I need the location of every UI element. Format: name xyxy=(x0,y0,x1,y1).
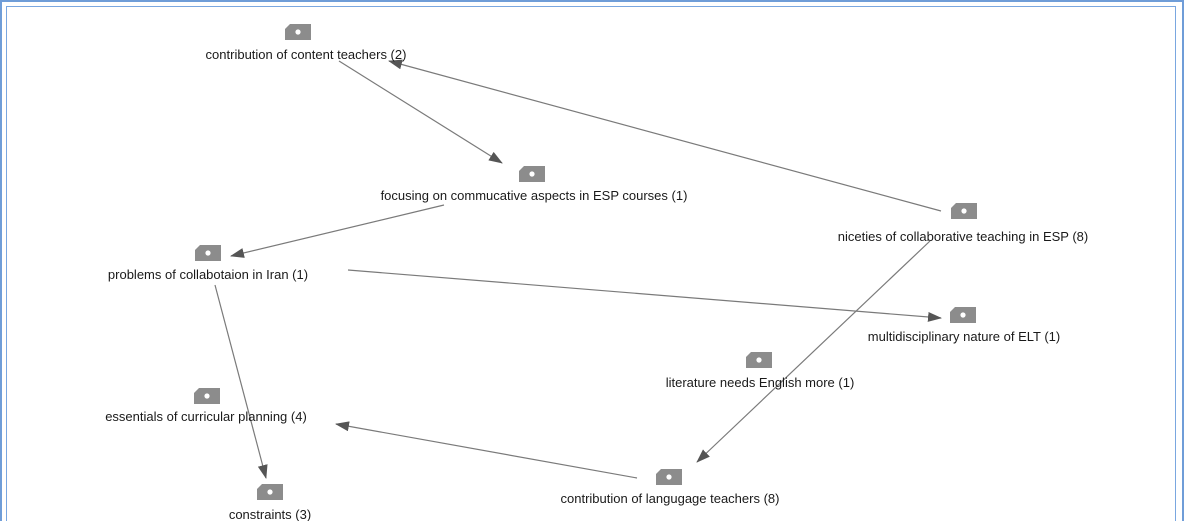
node-label: contribution of langugage teachers (8) xyxy=(561,491,780,506)
node-content_teachers[interactable]: contribution of content teachers (2) xyxy=(206,24,407,62)
edges-layer xyxy=(214,59,942,479)
node-language_teachers[interactable]: contribution of langugage teachers (8) xyxy=(561,469,780,506)
node-constraints[interactable]: constraints (3) xyxy=(229,484,311,521)
node-label: contribution of content teachers (2) xyxy=(206,47,407,62)
node-problems[interactable]: problems of collabotaion in Iran (1) xyxy=(108,245,308,282)
edge-language_teachers-to-essentials xyxy=(335,421,638,479)
tag-icon xyxy=(951,203,977,219)
diagram-panel xyxy=(6,6,1176,521)
node-niceties[interactable]: niceties of collaborative teaching in ES… xyxy=(838,203,1089,244)
node-essentials[interactable]: essentials of curricular planning (4) xyxy=(105,388,307,424)
node-label: literature needs English more (1) xyxy=(666,375,855,390)
edge-content_teachers-to-communicative xyxy=(338,60,503,164)
edge-communicative-to-problems xyxy=(230,204,445,258)
edge-problems-to-multidisciplinary xyxy=(347,269,942,322)
tag-icon xyxy=(519,166,545,182)
nodes-layer: contribution of content teachers (2) focu… xyxy=(105,24,1088,521)
node-label: multidisciplinary nature of ELT (1) xyxy=(868,329,1060,344)
tag-icon xyxy=(950,307,976,323)
edge-problems-to-constraints xyxy=(214,284,268,479)
tag-icon xyxy=(746,352,772,368)
tag-icon xyxy=(195,245,221,261)
tag-icon xyxy=(194,388,220,404)
node-communicative[interactable]: focusing on commucative aspects in ESP c… xyxy=(381,166,688,203)
node-label: constraints (3) xyxy=(229,507,311,521)
node-label: focusing on commucative aspects in ESP c… xyxy=(381,188,688,203)
node-label: essentials of curricular planning (4) xyxy=(105,409,307,424)
node-multidisciplinary[interactable]: multidisciplinary nature of ELT (1) xyxy=(868,307,1060,344)
edge-niceties-to-content_teachers xyxy=(388,59,942,212)
tag-icon xyxy=(257,484,283,500)
tag-icon xyxy=(285,24,311,40)
node-literature[interactable]: literature needs English more (1) xyxy=(666,352,855,390)
edge-niceties-to-language_teachers xyxy=(696,240,931,463)
tag-icon xyxy=(656,469,682,485)
node-label: niceties of collaborative teaching in ES… xyxy=(838,229,1089,244)
node-label: problems of collabotaion in Iran (1) xyxy=(108,267,308,282)
